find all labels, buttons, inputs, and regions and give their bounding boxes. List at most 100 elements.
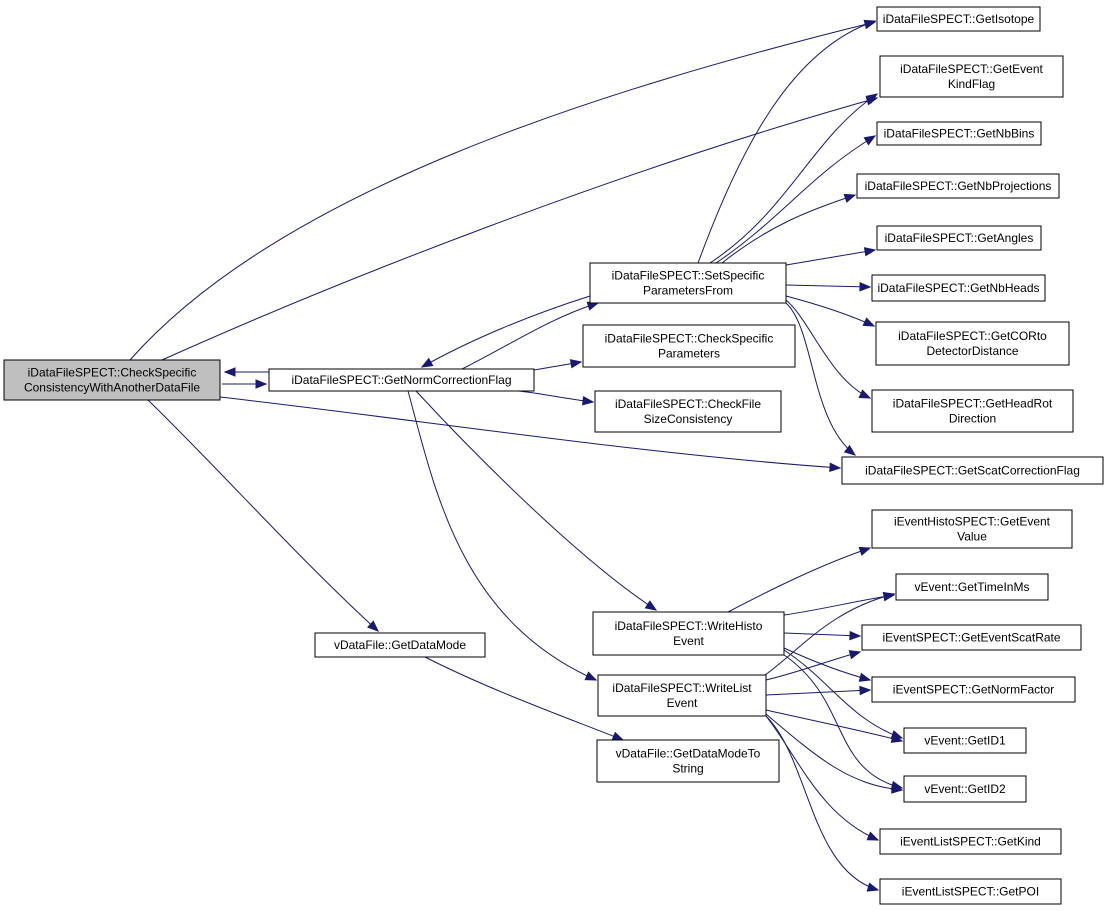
edge-line (461, 302, 599, 370)
edge-arrowhead (829, 462, 842, 473)
edge-get-norm-correction-flag-to-write-list-event (407, 390, 598, 681)
node-get-event-scat-rate[interactable]: iEventSPECT::GetEventScatRate (861, 624, 1082, 651)
node-label-line: iEventListSPECT::GetKind (900, 835, 1041, 849)
edge-line (783, 649, 903, 739)
edge-arrowhead (848, 650, 862, 660)
edge-arrowhead (644, 600, 658, 611)
edge-line (727, 547, 871, 613)
node-get-nb-bins[interactable]: iDataFileSPECT::GetNbBins (876, 121, 1042, 146)
edge-line (783, 654, 903, 789)
node-label-line: iEventSPECT::GetNormFactor (893, 683, 1054, 697)
node-box (592, 611, 785, 656)
node-label-line: ConsistencyWithAnotherDataFile (24, 381, 200, 395)
edge-write-list-event-to-get-id2 (765, 713, 904, 794)
edge-line (715, 135, 876, 264)
edge-get-norm-correction-flag-to-check-file-size-consistency (517, 390, 595, 406)
node-box (879, 878, 1062, 905)
node-label-line: iDataFileSPECT::SetSpecific (612, 269, 765, 283)
edge-arrowhead (858, 672, 872, 682)
edge-arrowhead (255, 379, 268, 389)
node-box (596, 739, 780, 783)
edge-check-consistency-to-get-norm-correction-flag (222, 379, 268, 389)
edge-arrowhead (843, 193, 857, 203)
edge-line (517, 390, 594, 403)
node-get-norm-factor[interactable]: iEventSPECT::GetNormFactor (871, 676, 1076, 703)
edge-write-histo-event-to-get-time-in-ms (783, 591, 896, 616)
node-label-line: DetectorDistance (926, 344, 1018, 358)
node-get-poi[interactable]: iEventListSPECT::GetPOI (879, 878, 1062, 905)
node-label-line: iDataFileSPECT::GetIsotope (883, 12, 1035, 26)
edge-arrowhead (858, 546, 872, 556)
node-box (875, 321, 1070, 366)
node-get-time-in-ms[interactable]: vEvent::GetTimeInMs (895, 573, 1049, 601)
edge-get-norm-correction-flag-to-check-specific-parameters (533, 359, 583, 371)
node-get-id1[interactable]: vEvent::GetID1 (903, 727, 1027, 754)
node-label-line: Direction (949, 412, 996, 426)
edge-get-norm-correction-flag-to-check-consistency (223, 367, 269, 377)
edge-arrowhead (223, 367, 236, 377)
node-get-id2[interactable]: vEvent::GetID2 (903, 775, 1027, 803)
node-label-line: iDataFileSPECT::GetHeadRot (893, 397, 1053, 411)
edge-arrowhead (367, 620, 379, 632)
edge-line (421, 295, 591, 368)
edge-arrowhead (859, 282, 872, 292)
edge-line (721, 194, 856, 264)
node-label-line: iDataFileSPECT::WriteList (612, 681, 752, 695)
edge-line (785, 299, 871, 399)
node-get-data-mode[interactable]: vDataFile::GetDataMode (314, 632, 486, 658)
edge-line (219, 396, 841, 469)
edge-arrowhead (858, 389, 872, 399)
edge-set-specific-parameters-from-to-get-cor-to-detector-distance (785, 295, 876, 327)
node-box (582, 324, 796, 368)
edge-check-consistency-to-get-scat-correction-flag (219, 396, 842, 473)
node-get-norm-correction-flag[interactable]: iDataFileSPECT::GetNormCorrectionFlag (268, 368, 535, 392)
node-get-isotope[interactable]: iDataFileSPECT::GetIsotope (876, 6, 1041, 32)
node-box (871, 676, 1076, 703)
node-label-line: iDataFileSPECT::GetEvent (900, 62, 1043, 76)
node-box (841, 456, 1104, 485)
node-box (3, 359, 221, 401)
edge-line (765, 715, 879, 891)
node-box (268, 368, 535, 392)
edge-arrowhead (890, 733, 904, 743)
edge-arrowhead (866, 831, 880, 841)
node-label-line: vDataFile::GetDataMode (334, 638, 466, 652)
edge-set-specific-parameters-from-to-get-nb-bins (715, 135, 877, 264)
node-label-line: Value (957, 530, 987, 544)
node-box (589, 262, 787, 304)
edge-arrowhead (569, 359, 583, 369)
node-label-line: Parameters (658, 347, 720, 361)
edge-get-data-mode-to-get-data-mode-to-string (424, 656, 625, 741)
edge-arrowhead (862, 317, 876, 327)
edge-line (785, 302, 856, 456)
node-get-angles[interactable]: iDataFileSPECT::GetAngles (876, 225, 1042, 251)
node-get-kind[interactable]: iEventListSPECT::GetKind (879, 828, 1062, 855)
edge-line (161, 97, 878, 361)
edge-check-consistency-to-get-data-mode (147, 399, 379, 632)
edge-write-histo-event-to-get-event-value (727, 546, 872, 613)
node-get-nb-projections[interactable]: iDataFileSPECT::GetNbProjections (856, 173, 1060, 199)
edge-get-norm-correction-flag-to-write-histo-event (415, 390, 658, 611)
edge-arrowhead (849, 630, 862, 641)
edge-arrowhead (582, 396, 595, 406)
edge-arrowhead (891, 784, 904, 794)
edge-line (765, 689, 871, 696)
edge-arrowhead (863, 19, 877, 29)
node-label-line: iDataFileSPECT::CheckSpecific (28, 366, 197, 380)
node-label-line: iDataFileSPECT::GetAngles (885, 231, 1034, 245)
node-box (903, 727, 1027, 754)
node-label-line: vEvent::GetTimeInMs (915, 580, 1030, 594)
node-set-specific-parameters-from[interactable]: iDataFileSPECT::SetSpecificParametersFro… (589, 262, 787, 304)
node-label-line: iDataFileSPECT::GetNbProjections (865, 179, 1052, 193)
node-get-nb-heads[interactable]: iDataFileSPECT::GetNbHeads (871, 274, 1046, 302)
node-get-scat-correction-flag[interactable]: iDataFileSPECT::GetScatCorrectionFlag (841, 456, 1104, 485)
